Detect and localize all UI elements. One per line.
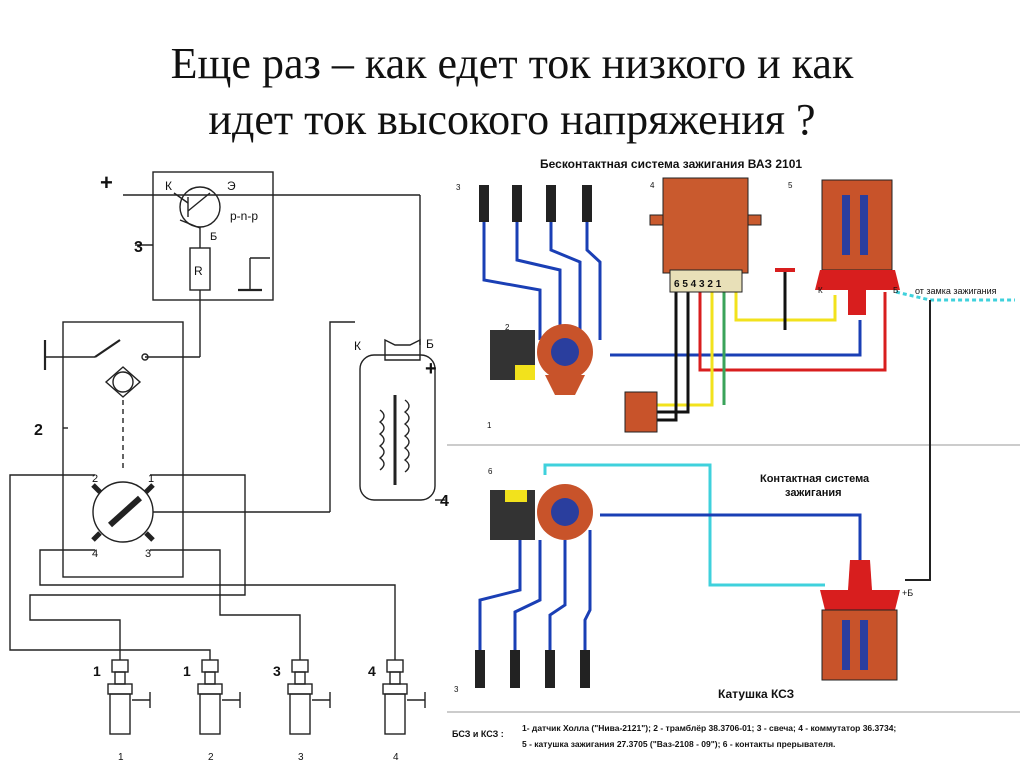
plug-top-label-1: 1 xyxy=(93,663,101,679)
slide-title: Еще раз – как едет ток низкого и как иде… xyxy=(0,36,1024,148)
label-coil-k: К xyxy=(354,339,361,353)
plug-top-label-4: 4 xyxy=(368,663,376,679)
red-wire xyxy=(698,292,887,372)
plug-bottom-label-1: 1 xyxy=(118,752,124,763)
label-coil-top-k: К xyxy=(818,286,823,295)
transistor-symbol xyxy=(179,186,221,228)
label-r3-bottom: 3 xyxy=(454,685,459,694)
top-diagram-title: Бесконтактная система зажигания ВАЗ 2101 xyxy=(540,157,802,171)
label-transistor-k: К xyxy=(165,179,172,193)
title-line-2: идет ток высокого напряжения ? xyxy=(208,95,816,144)
plug-bottom-label-2: 2 xyxy=(208,752,214,763)
distributor-bottom xyxy=(490,484,593,540)
label-plus: + xyxy=(100,170,113,195)
label-r3: 3 xyxy=(456,183,461,192)
black-wire-a xyxy=(655,292,690,414)
legend-line-2: 5 - катушка зажигания 27.3705 ("Ваз-2108… xyxy=(522,739,835,749)
label-r5: 5 xyxy=(788,181,793,190)
ignition-coil-bottom xyxy=(820,560,900,681)
label-num-2: 2 xyxy=(34,422,43,439)
ignition-coil-left xyxy=(359,354,436,501)
legend-key: БСЗ и КСЗ : xyxy=(452,729,504,739)
distributor-box xyxy=(62,321,184,578)
label-contact-2: 2 xyxy=(92,473,98,485)
spark-plugs-top xyxy=(479,185,592,222)
spark-plug-1 xyxy=(107,659,151,735)
spark-plug-4 xyxy=(382,659,426,735)
spark-plug-3 xyxy=(287,659,331,735)
label-resistor: R xyxy=(194,264,203,278)
black-wire-b xyxy=(655,292,678,422)
label-transistor-b: Б xyxy=(210,231,217,243)
contact-title-1: Контактная система xyxy=(760,473,870,485)
label-coil-b: Б xyxy=(426,337,434,351)
label-transistor-e: Э xyxy=(227,179,236,193)
title-line-1: Еще раз – как едет ток низкого и как xyxy=(170,39,854,88)
plug-top-label-3: 3 xyxy=(273,663,281,679)
label-r1: 1 xyxy=(487,421,492,430)
plug-top-label-2: 1 xyxy=(183,663,191,679)
label-r6: 6 xyxy=(488,467,493,476)
label-contact-1: 1 xyxy=(148,473,154,485)
hv-wire-4 xyxy=(585,222,602,340)
label-transistor-type: p-n-p xyxy=(230,209,258,223)
plug-bottom-label-4: 4 xyxy=(393,752,399,763)
distributor-top xyxy=(490,324,593,395)
label-coil-plus: + xyxy=(425,358,437,380)
transistor-module-box xyxy=(152,171,274,301)
hall-connector xyxy=(624,391,658,433)
spark-plug-2 xyxy=(197,659,241,735)
cyan-wire xyxy=(543,463,825,587)
contact-title-2: зажигания xyxy=(785,487,842,499)
spark-plugs-bottom xyxy=(475,650,590,688)
left-schematic xyxy=(9,171,445,735)
coil-ksz-label: Катушка КСЗ xyxy=(718,687,794,701)
label-contact-3: 3 xyxy=(145,548,151,560)
label-r4: 4 xyxy=(650,181,655,190)
label-num-3: 3 xyxy=(134,239,143,256)
legend-line-1: 1- датчик Холла ("Нива-2121"); 2 - трамб… xyxy=(522,723,896,733)
hv-wire-3 xyxy=(549,222,582,330)
label-coil-top-b: Б xyxy=(893,286,898,295)
right-diagram xyxy=(447,177,1020,713)
switch-pin-numbers: 6 5 4 3 2 1 xyxy=(674,279,722,290)
hv-wire-coil xyxy=(610,320,862,357)
hv-wire-2 xyxy=(515,222,562,330)
yellow-wire-b xyxy=(655,292,714,407)
ignition-coil-top xyxy=(815,179,900,315)
label-r2: 2 xyxy=(505,323,510,332)
label-plus-b: +Б xyxy=(902,588,913,598)
plug-bottom-label-3: 3 xyxy=(298,752,304,763)
switch-box xyxy=(649,177,762,293)
hv-wire-coil-bottom xyxy=(600,513,862,560)
hv-wire-1 xyxy=(482,222,542,340)
label-from-lock: от замка зажигания xyxy=(915,286,997,296)
label-num-4: 4 xyxy=(440,493,449,510)
label-contact-4: 4 xyxy=(92,548,98,560)
